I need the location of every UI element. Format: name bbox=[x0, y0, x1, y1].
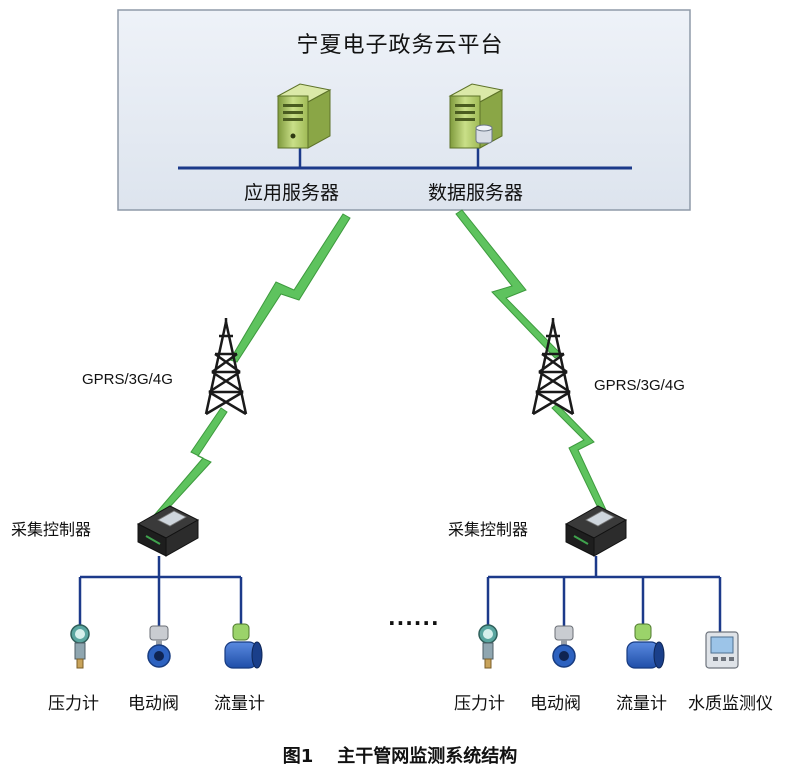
acquisition-controller-icon bbox=[136, 505, 200, 557]
field-bus-right bbox=[486, 556, 722, 632]
water-quality-monitor-icon bbox=[705, 631, 739, 669]
cell-tower-icon bbox=[531, 318, 575, 416]
cloud-platform-title: 宁夏电子政务云平台 bbox=[296, 33, 504, 58]
device-label-electric-valve: 电动阀 bbox=[128, 694, 179, 714]
acquisition-controller-icon bbox=[564, 505, 628, 557]
electric-valve-icon bbox=[147, 625, 171, 668]
cell-tower-icon bbox=[204, 318, 248, 416]
wireless-link-left-upper bbox=[229, 213, 351, 363]
controller-label-left: 采集控制器 bbox=[11, 520, 92, 539]
application-server-icon bbox=[276, 83, 332, 149]
device-label-water-quality-monitor: 水质监测仪 bbox=[688, 694, 773, 714]
wireless-link-right-lower bbox=[551, 403, 607, 513]
figure-number: 图1 bbox=[282, 746, 314, 767]
device-label-pressure-gauge: 压力计 bbox=[454, 694, 505, 714]
flow-meter-icon bbox=[224, 623, 263, 669]
device-label-electric-valve: 电动阀 bbox=[530, 694, 581, 714]
wireless-link-left-lower bbox=[149, 407, 228, 523]
pressure-gauge-icon bbox=[478, 624, 498, 669]
database-server-icon bbox=[448, 83, 504, 149]
application-server-label: 应用服务器 bbox=[244, 182, 340, 204]
more-groups-ellipsis: ...... bbox=[388, 606, 440, 630]
controller-label-right: 采集控制器 bbox=[448, 520, 529, 539]
cloud-platform-box bbox=[117, 9, 691, 211]
device-label-flow-meter: 流量计 bbox=[616, 694, 667, 714]
figure-caption: 图1 主干管网监测系统结构 bbox=[0, 742, 800, 768]
pressure-gauge-icon bbox=[70, 624, 90, 669]
network-label-left: GPRS/3G/4G bbox=[82, 371, 173, 388]
network-label-right: GPRS/3G/4G bbox=[594, 377, 685, 394]
device-label-pressure-gauge: 压力计 bbox=[48, 694, 99, 714]
database-server-label: 数据服务器 bbox=[428, 182, 524, 204]
device-label-flow-meter: 流量计 bbox=[214, 694, 265, 714]
figure-title: 主干管网监测系统结构 bbox=[337, 746, 518, 767]
wireless-link-right-upper bbox=[455, 209, 562, 359]
field-bus-left bbox=[78, 556, 243, 628]
electric-valve-icon bbox=[552, 625, 576, 668]
flow-meter-icon bbox=[626, 623, 665, 669]
